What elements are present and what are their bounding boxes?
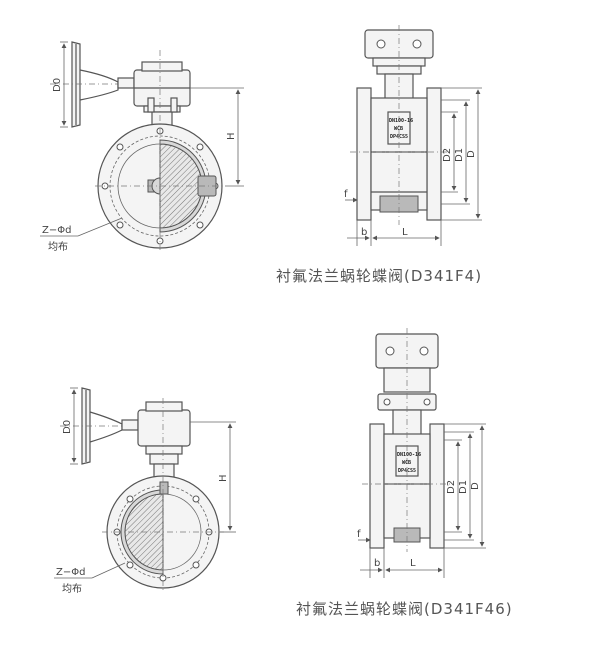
valve-2-front-view	[358, 328, 486, 578]
valve-1-h-label: H	[226, 132, 237, 140]
valve-2-d-label: D	[470, 482, 481, 490]
valve-1-b-label: b	[361, 227, 367, 238]
valve-1-front-dims	[345, 87, 482, 246]
valve-1-nameplate-line-2: WCB	[394, 126, 403, 132]
valve-1-d1-label: D1	[454, 148, 465, 162]
valve-1-side-view	[40, 41, 244, 250]
valve-2-caption: 衬氟法兰蜗轮蝶阀(D341F46)	[296, 600, 513, 618]
valve-1-nameplate-line-1: DN100-16	[389, 118, 413, 124]
valve-1-side-dims	[40, 41, 244, 237]
valve-2-d0-label: D0	[62, 420, 73, 434]
valve-1-front-body	[350, 25, 448, 225]
valve-2-d1-label: D1	[458, 480, 469, 494]
valve-2-side-dims	[54, 387, 236, 579]
valve-2-front-dims	[358, 423, 486, 578]
valve-2-nameplate-line-1: DN100-16	[397, 452, 421, 458]
valve-2-d2-label: D2	[446, 480, 457, 494]
valve-2-nameplate-line-2: WCB	[402, 460, 411, 466]
valve-2-disc-section	[102, 398, 224, 592]
valve-1-gearbox	[117, 61, 191, 113]
valve-2-bolts-label: Z−Φd	[56, 567, 85, 578]
valve-2-h-label: H	[218, 474, 229, 482]
valve-1-disc-section	[95, 50, 225, 250]
valve-2-l-label: L	[410, 558, 416, 569]
valve-1-d-label: D	[466, 150, 477, 158]
valve-1-d0-label: D0	[52, 78, 63, 92]
valve-1-front-view	[345, 25, 482, 246]
valve-2-gearbox	[121, 401, 191, 455]
valve-1-l-label: L	[402, 227, 408, 238]
valve-2-front-body	[362, 328, 452, 552]
valve-1-nameplate-line-3: DP4CS5	[390, 134, 408, 140]
valve-2-f-label: f	[357, 529, 361, 540]
valve-2-b-label: b	[374, 558, 380, 569]
valve-1-bolts-label: Z−Φd	[42, 225, 71, 236]
valve-1-uniform-label: 均布	[48, 241, 68, 253]
valve-1-d2-label: D2	[442, 148, 453, 162]
valve-2-uniform-label: 均布	[62, 583, 82, 595]
valve-2-nameplate-line-3: DP4CS5	[398, 468, 416, 474]
valve-1-f-label: f	[344, 189, 348, 200]
valve-2-side-view	[54, 387, 236, 592]
valve-1-caption: 衬氟法兰蜗轮蝶阀(D341F4)	[276, 267, 483, 285]
